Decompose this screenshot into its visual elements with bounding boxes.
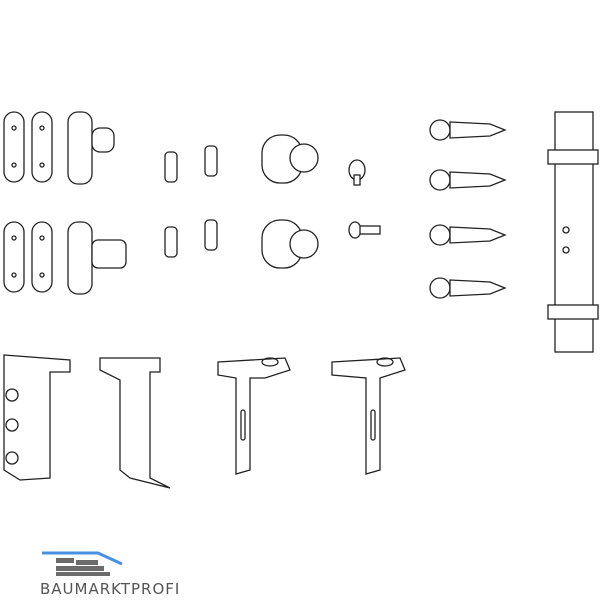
bracket-with-slot [217,357,406,475]
brand-logo: BAUMARKTPROFI [40,550,179,600]
set-screw [164,145,218,258]
pivot-block [67,111,127,295]
bumper [261,134,319,269]
roof-logo-icon [42,551,123,576]
wall-plug-screw [429,119,507,299]
flat-plate [3,111,53,293]
end-cap [3,354,171,489]
rail-profile [547,111,599,353]
brand-name: BAUMARKTPROFI [40,580,181,598]
small-screw [348,159,381,239]
